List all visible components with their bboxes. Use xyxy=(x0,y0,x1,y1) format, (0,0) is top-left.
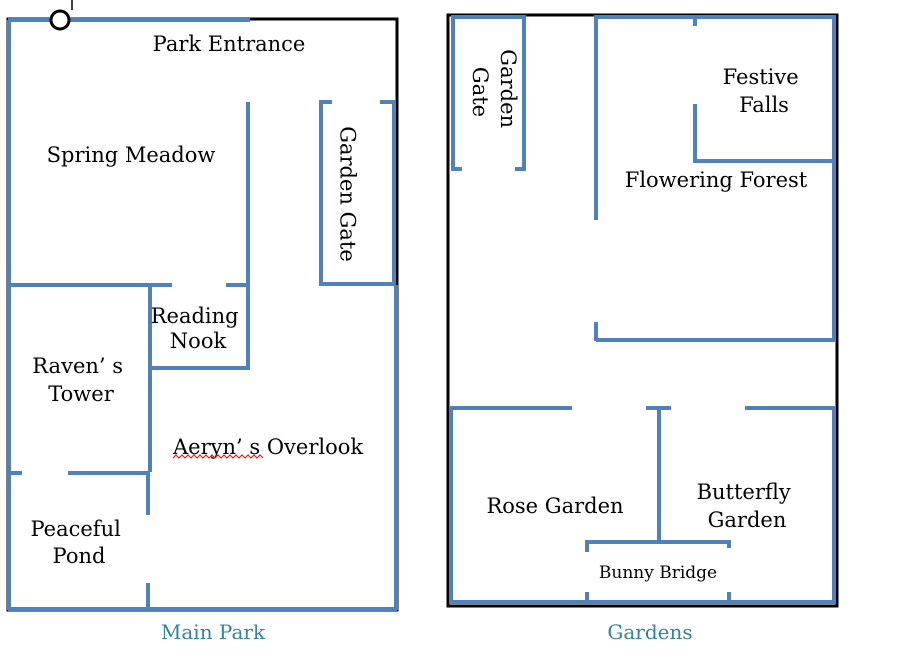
room-label-park-entrance: Park Entrance xyxy=(153,32,306,56)
gardens-walls xyxy=(449,15,836,604)
room-label-reading-nook: Reading Nook xyxy=(151,304,246,353)
main-park-walls xyxy=(7,18,398,611)
room-label-spring-meadow: Spring Meadow xyxy=(47,143,216,167)
main-park-caption: Main Park xyxy=(161,620,266,644)
room-label-flowering-forest: Flowering Forest xyxy=(625,168,808,192)
gardens-map: Garden Gate Festive Falls Flowering Fore… xyxy=(446,13,839,644)
room-label-ravens-tower: Raven’ s Tower xyxy=(32,354,129,406)
spellcheck-underline xyxy=(172,454,264,459)
room-label-festive-falls: Festive Falls xyxy=(723,65,806,117)
room-label-peaceful-pond: Peaceful Pond xyxy=(30,517,127,568)
room-label-bunny-bridge: Bunny Bridge xyxy=(599,563,717,583)
room-label-garden-gate-2: Garden Gate xyxy=(468,49,520,134)
aeryns-word: Aeryn’ s xyxy=(172,435,260,459)
room-label-rose-garden: Rose Garden xyxy=(486,494,623,518)
room-label-garden-gate: Garden Gate xyxy=(336,126,360,262)
main-park-map: Park Entrance Spring Meadow Garden Gate … xyxy=(6,0,399,644)
entrance-marker-icon xyxy=(49,9,71,31)
gardens-caption: Gardens xyxy=(607,620,692,644)
room-label-butterfly-garden: Butterfly Garden xyxy=(697,480,798,532)
room-label-aeryns-overlook: Aeryn’ s Overlook xyxy=(172,435,363,459)
